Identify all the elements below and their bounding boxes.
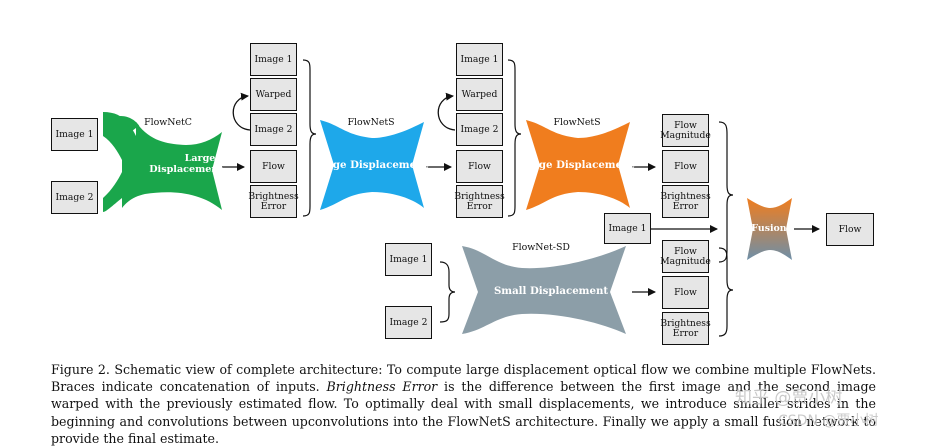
stack4-brightness-error: Brightness Error	[660, 312, 711, 345]
stack3-brightness-error: Brightness Error	[660, 185, 711, 218]
flownets-2-shape	[526, 120, 630, 210]
flownets-1-text: Large Displacement	[313, 159, 429, 171]
arrows	[222, 92, 820, 296]
stack4-magnitude-line1: Flow	[674, 245, 697, 257]
flownet-sd-label: FlowNet-SD	[512, 242, 570, 253]
flownets-2-label: FlowNetS	[553, 117, 601, 128]
architecture-diagram: Image 1 Image 2 FlowNetC Large Displacem…	[51, 43, 874, 345]
stack2-warped: Warped	[456, 78, 503, 111]
stack3-brightness-line1: Brightness	[660, 190, 711, 202]
flownetc-shape	[103, 112, 222, 212]
watermark-csdn: CSDN @贾小树	[778, 413, 879, 429]
stack1-flow: Flow	[250, 150, 297, 183]
stack3-flow-magnitude: Flow Magnitude	[660, 114, 711, 147]
stack2-brightness-line2: Error	[466, 200, 493, 212]
stack1-brightness-line1: Brightness	[248, 190, 299, 202]
stack1-brightness-error: Brightness Error	[248, 185, 299, 218]
sd-input-image-2: Image 2	[385, 306, 432, 339]
stack2-image-2: Image 2	[456, 113, 503, 146]
stack4-flow-magnitude: Flow Magnitude	[660, 240, 711, 273]
stack3-flow: Flow	[662, 150, 709, 183]
caption-emphasis: Brightness Error	[326, 379, 438, 395]
watermark-zhihu: 知乎 @贾小树	[735, 388, 843, 408]
stack1-image-1: Image 1	[250, 43, 297, 76]
fusion-input-image-1: Image 1	[604, 213, 651, 244]
diagram-shapes	[103, 59, 820, 337]
stack3-magnitude-line2: Magnitude	[660, 129, 711, 141]
stack4-flow: Flow	[662, 276, 709, 309]
stack2-flow: Flow	[456, 150, 503, 183]
flownetc-text: Large Displacement	[149, 153, 223, 175]
braces	[302, 59, 734, 337]
flownetc-text-line1: Large	[184, 153, 216, 164]
output-flow: Flow	[826, 213, 874, 246]
flownets-1-label: FlowNetS	[347, 117, 395, 128]
fusion-text: Fusion	[751, 223, 787, 234]
flownet-sd-shape	[462, 246, 626, 334]
stack4-brightness-line2: Error	[672, 327, 699, 339]
flownets-1-shape	[320, 120, 424, 210]
flownetc-text-line2: Displacement	[149, 164, 223, 175]
figure-caption: Figure 2. Schematic view of complete arc…	[51, 361, 876, 447]
stack1-image-2: Image 2	[250, 113, 297, 146]
stack2-image-1: Image 1	[456, 43, 503, 76]
fusion-shape	[747, 198, 792, 260]
caption-part-1: Figure 2. Schematic view of complete arc…	[51, 362, 876, 395]
stack2-brightness-line1: Brightness	[454, 190, 505, 202]
flownetc-label: FlowNetC	[144, 117, 192, 128]
stack1-warped: Warped	[250, 78, 297, 111]
stack1-brightness-line2: Error	[260, 200, 287, 212]
stack4-magnitude-line2: Magnitude	[660, 255, 711, 267]
stack3-magnitude-line1: Flow	[674, 119, 697, 131]
input-image-1: Image 1	[51, 118, 98, 151]
stack4-brightness-line1: Brightness	[660, 317, 711, 329]
flownets-2-text: Large Displacement	[519, 159, 635, 171]
flownet-sd-text: Small Displacement	[493, 285, 609, 297]
input-image-2: Image 2	[51, 181, 98, 214]
stack2-brightness-error: Brightness Error	[454, 185, 505, 218]
sd-input-image-1: Image 1	[385, 243, 432, 276]
stack3-brightness-line2: Error	[672, 200, 699, 212]
